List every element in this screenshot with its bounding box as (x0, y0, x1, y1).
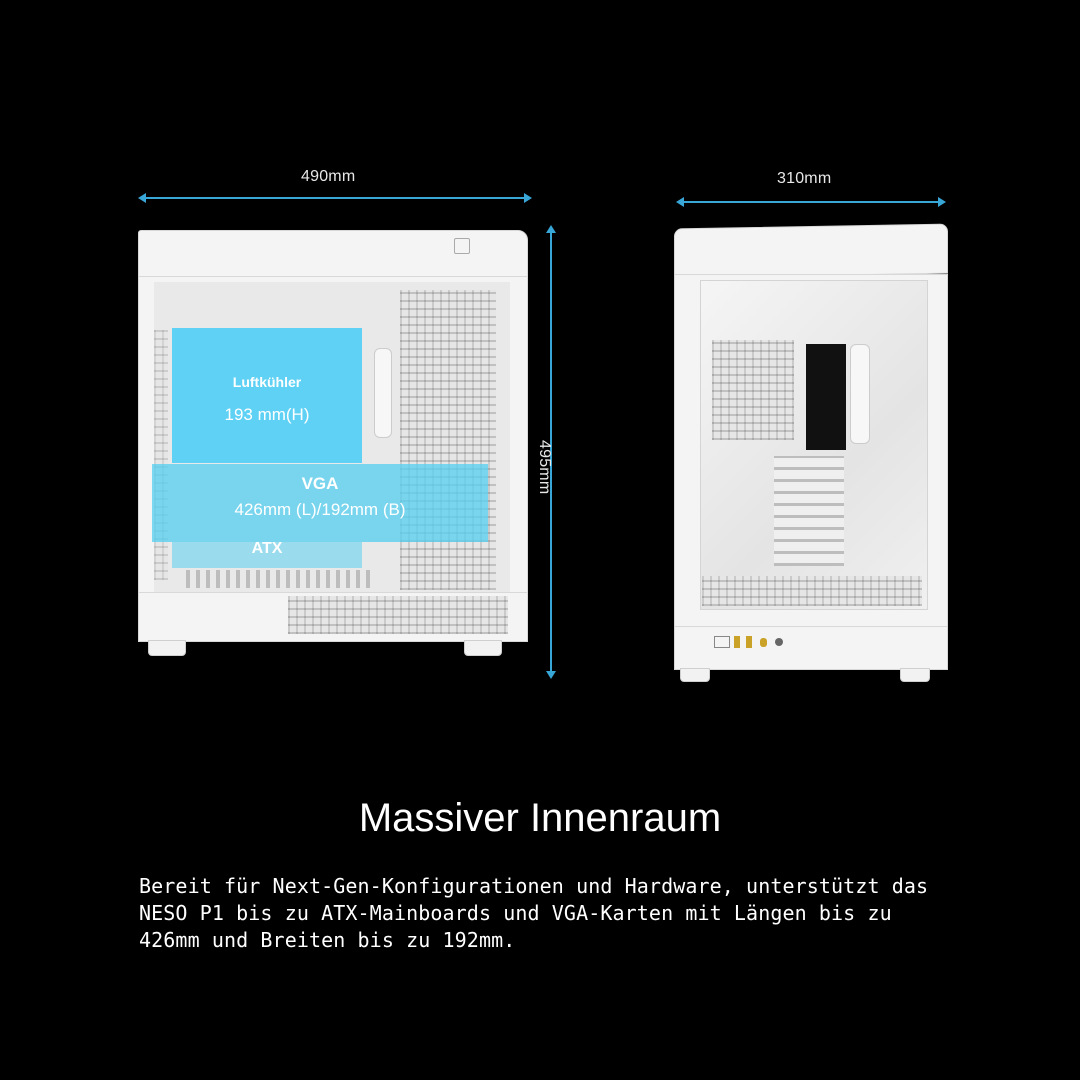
side-case-image (672, 220, 948, 684)
vga-title: VGA (301, 474, 339, 493)
height-arrow-up-icon (546, 225, 556, 233)
section-description: Bereit für Next-Gen-Konfigurationen und … (139, 874, 929, 952)
side-case-rear-fan-mesh (712, 340, 794, 440)
power-button-icon (454, 238, 470, 254)
side-case-foot-left (680, 668, 710, 682)
usb-port-icon (746, 636, 752, 648)
side-case-grommets (850, 344, 870, 444)
front-width-label: 490mm (301, 168, 356, 185)
front-case-foot-left (148, 640, 186, 656)
front-width-arrow-right-icon (524, 193, 532, 203)
front-case-top-panel (138, 230, 528, 278)
height-arrow-down-icon (546, 671, 556, 679)
side-case-opening (806, 344, 846, 450)
atx-title: ATX (251, 540, 283, 557)
side-width-arrow-left-icon (676, 197, 684, 207)
atx-overlay (172, 542, 362, 568)
front-width-line (146, 197, 524, 199)
side-case-foot-right (900, 668, 930, 682)
side-case-bottom-mesh (702, 576, 922, 606)
vga-value: 426mm (L)/192mm (B) (234, 500, 406, 519)
side-width-line (684, 201, 938, 203)
side-width-label: 310mm (777, 170, 832, 187)
side-case-pcie-slots (774, 456, 844, 566)
section-heading: Massiver Innenraum (358, 796, 722, 840)
height-label: 495mm (536, 440, 553, 495)
front-case-shroud-mesh (288, 596, 508, 634)
side-case-top-panel (674, 223, 948, 279)
front-width-arrow-left-icon (138, 193, 146, 203)
usb-port-icon (734, 636, 740, 648)
front-case-slot-bars (186, 570, 376, 588)
vga-overlay (152, 464, 488, 542)
air-cooler-overlay (172, 328, 362, 463)
side-width-arrow-right-icon (938, 197, 946, 207)
usb-port-icon (714, 636, 730, 648)
front-case-foot-right (464, 640, 502, 656)
audio-jack-icon (775, 638, 783, 646)
front-case-side-vent (154, 330, 168, 580)
front-case-cable-grommets (374, 348, 392, 438)
front-case-rear-mesh (400, 290, 496, 590)
usb-c-port-icon (760, 638, 767, 647)
side-case-io-strip (674, 626, 948, 670)
height-line (550, 233, 552, 671)
air-cooler-title: Luftkühler (232, 374, 302, 390)
air-cooler-value: 193 mm(H) (224, 405, 310, 424)
